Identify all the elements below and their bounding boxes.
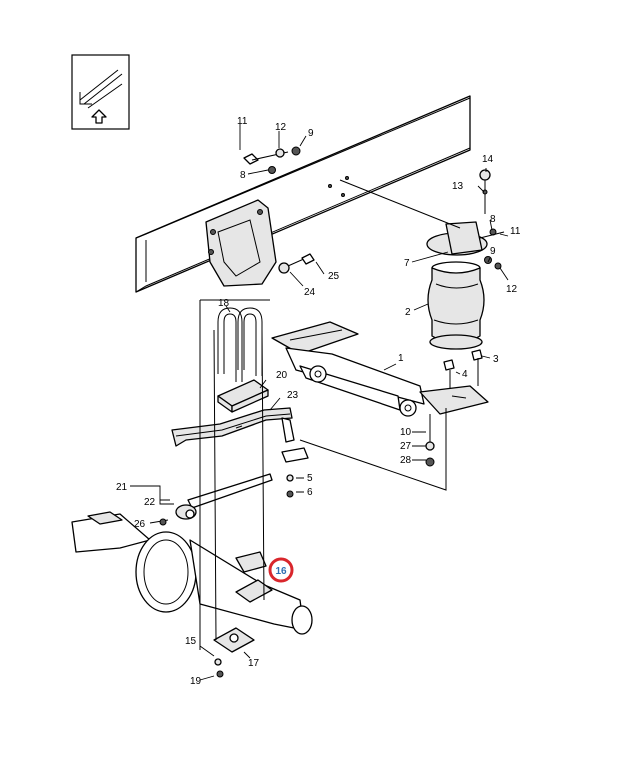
trailing-arm <box>271 321 489 417</box>
callout-1: 1 <box>398 353 404 364</box>
callout-12b: 12 <box>506 284 518 295</box>
callout-24: 24 <box>304 287 316 298</box>
front-spring-hanger <box>205 199 277 287</box>
bolt-group-top <box>239 124 307 175</box>
air-spring <box>413 261 485 350</box>
callout-12: 12 <box>275 122 287 133</box>
callout-labels: 11 12 9 8 14 13 8 11 7 9 12 25 24 2 18 1… <box>116 116 521 687</box>
callout-28: 28 <box>400 455 412 466</box>
alignment-lines <box>199 299 447 650</box>
front-direction-arrow-icon <box>79 69 123 124</box>
bolt-10-27-28 <box>412 414 435 467</box>
callout-18: 18 <box>218 298 230 309</box>
spacer-block <box>217 379 269 413</box>
bolt-24-25 <box>278 253 325 287</box>
callout-11b: 11 <box>510 226 521 237</box>
callout-2: 2 <box>405 307 411 318</box>
bolt-3 <box>443 349 491 388</box>
highlighted-callout-16[interactable]: 16 <box>268 557 294 583</box>
u-bolts <box>217 305 263 382</box>
callout-16[interactable]: 16 <box>275 566 287 577</box>
orientation-icon-box <box>71 54 130 130</box>
callout-26: 26 <box>134 519 146 530</box>
callout-21: 21 <box>116 482 128 493</box>
callout-25: 25 <box>328 271 340 282</box>
leaf-spring <box>171 397 309 463</box>
callout-27: 27 <box>400 441 412 452</box>
axle-housing <box>71 511 313 635</box>
callout-19: 19 <box>190 676 202 687</box>
callout-5: 5 <box>307 473 313 484</box>
frame-rail <box>135 95 471 293</box>
callout-20: 20 <box>276 370 288 381</box>
air-spring-upper-bracket <box>328 168 509 281</box>
callout-10: 10 <box>400 427 412 438</box>
callout-17: 17 <box>248 658 260 669</box>
callout-8b: 8 <box>490 214 496 225</box>
callout-22: 22 <box>144 497 156 508</box>
callout-11: 11 <box>237 116 248 127</box>
callout-15: 15 <box>185 636 197 647</box>
callout-7: 7 <box>404 258 410 269</box>
callout-6: 6 <box>307 487 313 498</box>
callout-3: 3 <box>493 354 499 365</box>
callout-13: 13 <box>452 181 464 192</box>
callout-4: 4 <box>462 369 468 380</box>
lower-leaf <box>130 473 273 526</box>
bolt-5-6 <box>286 474 304 498</box>
callout-9: 9 <box>308 128 314 139</box>
callout-23: 23 <box>287 390 299 401</box>
callout-9b: 9 <box>490 246 496 257</box>
callout-8: 8 <box>240 170 246 181</box>
lower-spring-seat <box>199 329 265 681</box>
callout-14: 14 <box>482 154 494 165</box>
